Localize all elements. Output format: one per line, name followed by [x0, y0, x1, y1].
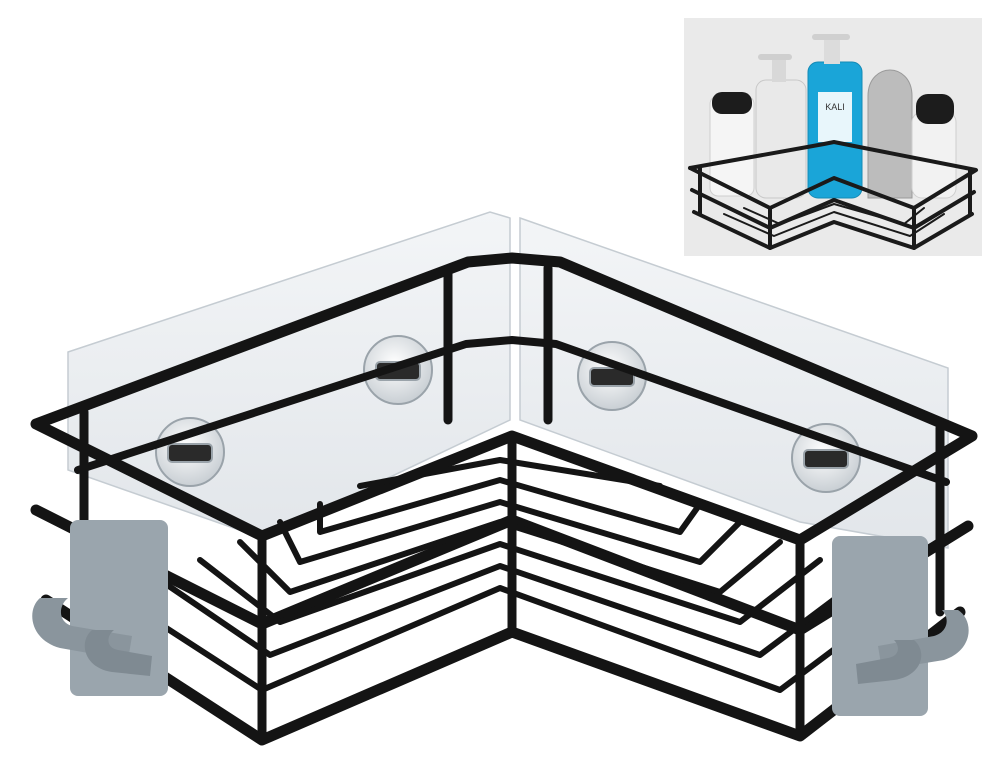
- bottles: KALI: [709, 34, 957, 199]
- left-hook: [32, 520, 168, 696]
- right-hook: [832, 536, 969, 716]
- inset-caddy-with-bottles: KALI: [684, 18, 982, 256]
- bottle: [867, 69, 913, 199]
- bottle: KALI: [807, 34, 863, 199]
- back-rail: [74, 336, 950, 486]
- top-rim: [30, 252, 978, 546]
- right-adhesive-hook-pad: [832, 536, 928, 716]
- bottle: [911, 94, 957, 199]
- inset-photo: KALI: [684, 18, 982, 256]
- floor-wires: [117, 457, 903, 693]
- suction-cup-icon: [791, 423, 861, 493]
- bottle: [755, 54, 807, 199]
- inset-wire-basket: [688, 140, 978, 250]
- bottle-label: KALI: [825, 102, 845, 112]
- bottle: [709, 92, 755, 197]
